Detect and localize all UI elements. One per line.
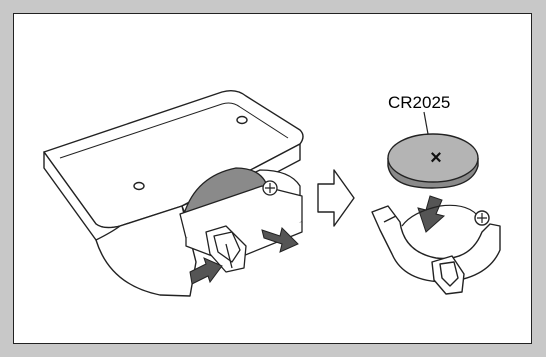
direction-arrow-icon (317, 169, 355, 227)
battery-polarity-symbol: × (430, 147, 442, 169)
screw-hole-icon (236, 115, 248, 125)
pull-arrow-icon (261, 227, 299, 253)
battery-compartment (179, 167, 303, 273)
battery-holder (371, 204, 501, 295)
battery-coin-icon (387, 111, 479, 189)
battery-type-label: CR2025 (388, 93, 450, 112)
screw-hole-icon (133, 181, 145, 191)
insert-arrow-icon (417, 195, 446, 233)
push-arrow-icon (189, 257, 223, 285)
